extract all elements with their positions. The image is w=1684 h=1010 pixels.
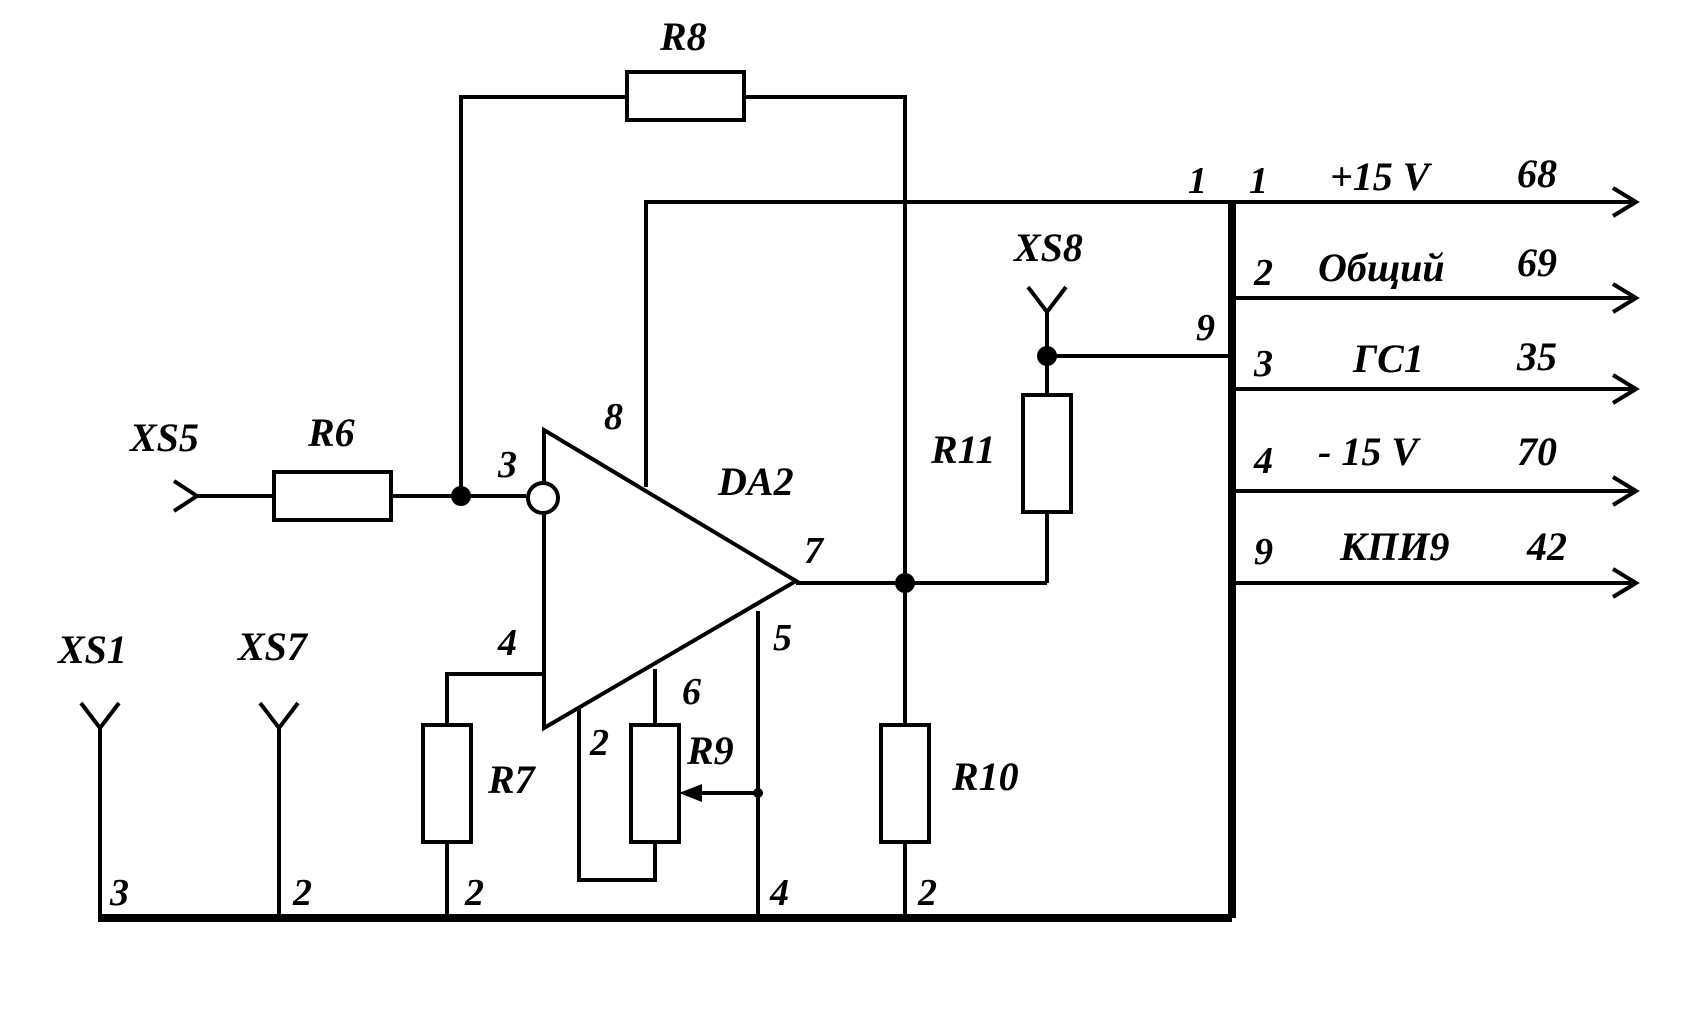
output-1-name: +15 V [1330,154,1433,199]
output-2-pin: 2 [1253,252,1273,294]
output-arrow-2 [1611,282,1640,314]
xs1-connector-symbol [79,701,121,732]
r8-right-wire [744,95,907,918]
output-1-pin: 1 [1249,160,1268,202]
r7-upper-wire [445,672,544,725]
r9-label: R9 [686,728,734,773]
bus-pin-1: 1 [1188,160,1207,202]
da2-pin-8: 8 [604,396,623,438]
ground-pin-r7: 2 [464,872,484,914]
output-3-pin: 3 [1253,343,1273,385]
r9-left-wire [577,708,657,882]
r10-resistor [879,723,931,844]
r10-label: R10 [951,754,1019,799]
r11-label: R11 [930,427,995,472]
da2-label: DA2 [717,459,794,504]
r9-pin-2: 2 [589,722,609,764]
output-arrow-3 [1611,373,1640,405]
output-2-name: Общий [1318,245,1445,290]
r7-resistor [421,723,473,844]
r11-resistor [1021,393,1073,514]
xs7-connector-symbol [258,701,300,732]
output-4-contact: 70 [1517,429,1557,474]
r7-label: R7 [487,757,537,802]
xs8-connector-symbol [1026,285,1068,316]
output-arrow-4 [1611,475,1640,507]
da2-inverting-input-circle [526,481,560,515]
r6-label: R6 [307,410,355,455]
r8-resistor [625,70,746,122]
output-arrow-5 [1611,567,1640,599]
r8-label: R8 [659,14,707,59]
output-5-contact: 42 [1526,524,1567,569]
da2-pin-5: 5 [773,617,792,659]
da2-pin-4: 4 [497,622,517,664]
output-junction-dot [895,573,915,593]
r9-resistor [629,723,681,844]
da2-pin-7: 7 [804,530,825,572]
r6-resistor [272,470,393,522]
output-5-name: КПИ9 [1339,524,1449,569]
da2-pin-3: 3 [497,444,517,486]
r9-wiper-arrow [679,784,702,802]
output-3-contact: 35 [1516,334,1557,379]
xs7-label: XS7 [236,624,309,669]
xs8-junction-dot [1037,346,1057,366]
ground-pin-xs7: 2 [292,872,312,914]
output-1-contact: 68 [1517,151,1557,196]
ground-pin-r9: 4 [769,872,789,914]
input-junction-dot [451,486,471,506]
r8-feedback-wire [459,95,627,496]
output-5-pin: 9 [1254,531,1273,573]
output-3-name: ГС1 [1352,336,1424,381]
da2-pin-6: 6 [682,671,701,713]
ground-pin-xs1: 3 [109,872,129,914]
output-4-pin: 4 [1253,440,1273,482]
bus-pin-9: 9 [1196,307,1215,349]
output-arrow-1 [1611,186,1640,218]
xs5-connector-symbol [172,479,201,513]
pin8-supply-wire [644,200,1232,487]
output-4-name: - 15 V [1318,429,1421,474]
da2-opamp [542,426,800,732]
xs1-label: XS1 [56,627,127,672]
ground-pin-r10: 2 [917,872,937,914]
xs5-label: XS5 [128,415,199,460]
xs8-label: XS8 [1012,225,1083,270]
output-2-contact: 69 [1517,240,1557,285]
